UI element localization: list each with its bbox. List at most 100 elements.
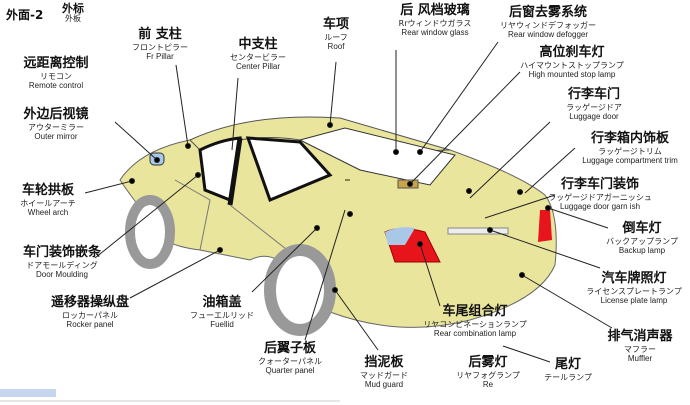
header-subtitle: 外标 外板 xyxy=(62,2,84,24)
label-en: Rocker panel xyxy=(66,320,114,330)
label-zh: 遥移器操纵盘 xyxy=(50,295,130,310)
label-en: Rear window glass xyxy=(401,28,469,38)
label-en: Fr Pillar xyxy=(146,52,174,62)
label-ja: ラッゲージドア xyxy=(566,102,622,112)
label-ja: リヤコンビネーションランプ xyxy=(423,319,527,329)
label-en: Rear combination lamp xyxy=(433,329,517,339)
label-en: Fuellid xyxy=(210,320,234,330)
label-zh: 倒车灯 xyxy=(622,221,662,236)
label-ja: ホイールアーチ xyxy=(20,198,76,208)
subtitle-zh: 外标 xyxy=(62,2,84,15)
label-en: License plate lamp xyxy=(600,296,668,306)
label-en: Mud guard xyxy=(364,380,404,390)
label-ja: リヤウィンドデフォッガー xyxy=(500,20,596,30)
rear-window xyxy=(298,127,456,186)
side-window-rear xyxy=(245,136,333,202)
label-ja: マフラー xyxy=(623,344,656,354)
label-zh: 车尾组合灯 xyxy=(442,304,508,319)
label-en: Muffler xyxy=(627,354,653,364)
subtitle-ja: 外板 xyxy=(65,14,81,24)
label-zh: 排气消声器 xyxy=(607,329,673,344)
label-en: Center Pillar xyxy=(235,62,280,72)
label-en: Luggage compartment trim xyxy=(582,156,678,166)
label-ja: テールランプ xyxy=(544,372,592,382)
label-ja: フロントピラー xyxy=(132,42,188,52)
scrollbar-thumb xyxy=(0,389,56,397)
label-en: Wheel arch xyxy=(27,208,69,218)
label-ja: バックアップランプ xyxy=(606,236,678,246)
label-ja: マッドガード xyxy=(360,370,408,380)
label-en: Quarter panel xyxy=(265,366,315,376)
label-ja: ラッゲージドアガーニッシュ xyxy=(548,192,652,202)
label-ja: センタービラー xyxy=(230,52,286,62)
label-ja: ロッカーパネル xyxy=(62,310,118,320)
label-en: Backup lamp xyxy=(618,246,666,256)
rear-lamp-right xyxy=(538,210,552,242)
label-zh: 油箱盖 xyxy=(202,295,242,310)
label-zh: 后窗去雾系统 xyxy=(508,5,587,20)
label-zh: 挡泥板 xyxy=(364,355,404,370)
label-ja: リモコン xyxy=(39,71,72,81)
label-en: Door Moulding xyxy=(35,270,89,280)
label-ja: クォーターパネル xyxy=(258,356,322,366)
label-ja: ルーフ xyxy=(324,32,348,42)
label-zh: 后 风档玻璃 xyxy=(400,3,470,18)
label-en: Outer mirror xyxy=(34,132,78,142)
label-ja: ドアモールディング xyxy=(26,260,98,270)
front-wheel xyxy=(125,195,175,269)
label-zh: 汽车牌照灯 xyxy=(601,271,667,286)
label-ja: ハイマウントストップランプ xyxy=(520,60,624,70)
label-en: Luggage door xyxy=(569,112,619,122)
label-en: Rear window defogger xyxy=(507,30,589,40)
label-zh: 车项 xyxy=(322,17,350,32)
label-zh: 前 支柱 xyxy=(138,27,182,42)
label-ja: フューエルリッド xyxy=(190,310,254,320)
label-ja: アウターミラー xyxy=(27,122,84,132)
label-zh: 后翼子板 xyxy=(263,341,317,356)
label-zh: 尾灯 xyxy=(554,357,582,372)
page-title: 外面-2 xyxy=(6,8,44,22)
label-zh: 远距离控制 xyxy=(23,56,89,71)
label-zh: 高位刹车灯 xyxy=(539,45,605,60)
label-en: Roof xyxy=(327,42,345,52)
label-ja: リヤフォグランプ xyxy=(456,370,520,380)
rear-wheel xyxy=(264,244,336,336)
label-zh: 行李箱内饰板 xyxy=(590,131,670,146)
label-zh: 车门装饰嵌条 xyxy=(22,245,102,260)
label-zh: 车轮拱板 xyxy=(21,183,74,198)
label-en: Remote control xyxy=(28,81,84,91)
label-zh: 行李车门 xyxy=(567,87,620,102)
label-zh: 中支柱 xyxy=(238,37,278,52)
label-ja: ライセンスプレートランプ xyxy=(586,286,682,296)
label-zh: 外边后视镜 xyxy=(23,107,89,122)
label-zh: 后雾灯 xyxy=(468,355,508,370)
label-en: Luggage door garn ish xyxy=(559,202,641,212)
label-tail-lamp: 尾灯テールランプ xyxy=(544,357,592,382)
label-ja: Rrウィンドウガラス xyxy=(398,18,472,28)
label-en: High mounted stop lamp xyxy=(528,70,616,80)
label-en: Re xyxy=(482,380,494,390)
